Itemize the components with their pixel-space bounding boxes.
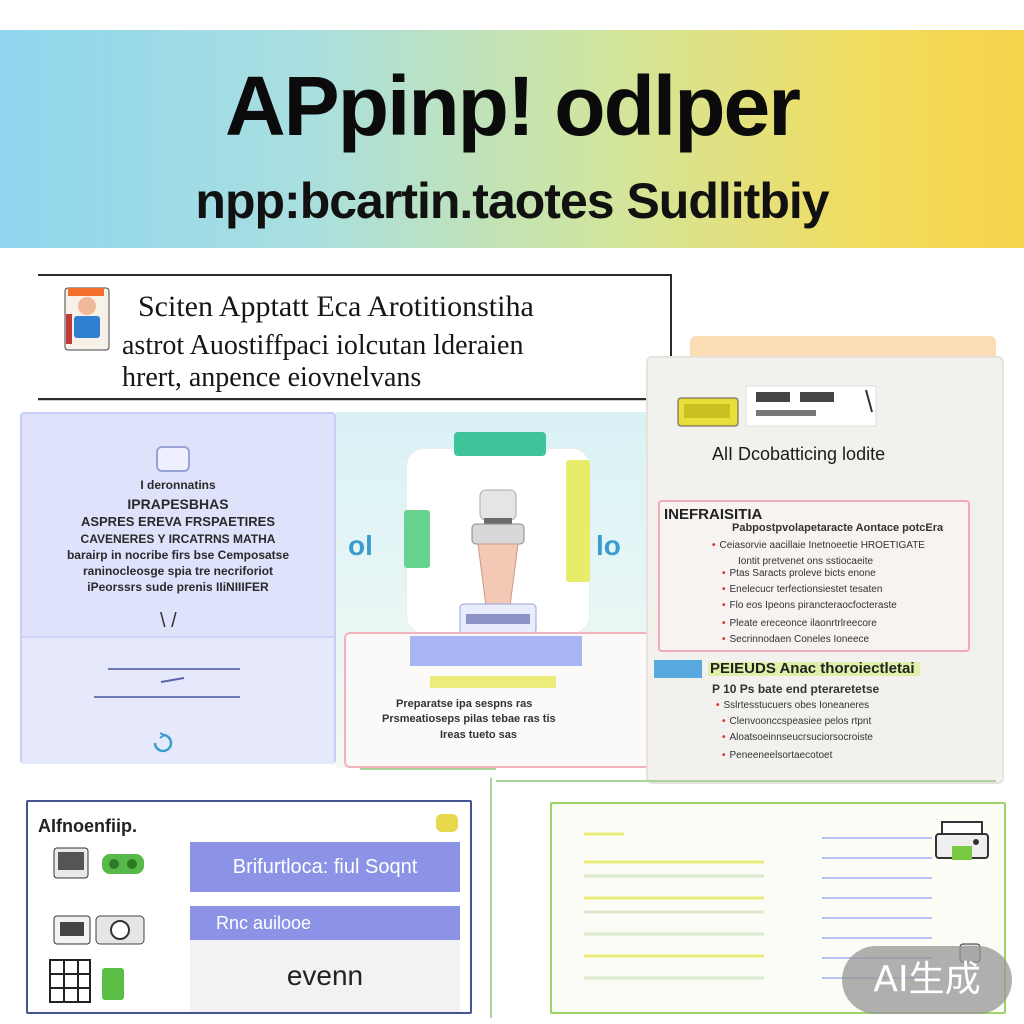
page-title: APpinp! odlper — [225, 59, 801, 153]
left-panel-line: IPRAPESBHAS — [127, 496, 229, 512]
robot-device-icon — [459, 489, 537, 635]
grid-icon[interactable] — [48, 956, 142, 1006]
sub-line: •Sslrtesstucuers obes Ioneaneres — [716, 700, 870, 711]
details-line: •Ceiasorvie aacillaie Inetnoeetie HROETI… — [712, 540, 925, 551]
highlight-strip — [430, 676, 556, 688]
scroll-right-icon[interactable]: lo — [596, 530, 621, 561]
left-panel-line: raninocleosge spia tre necriforiot — [82, 564, 274, 578]
device-icon[interactable] — [52, 844, 148, 884]
arrow-icon — [160, 677, 185, 683]
person-card-icon — [64, 287, 110, 351]
left-panel-line: barairp in nocribe firs bse Cemposatse — [66, 548, 290, 562]
details-line: •Ptas Saracts proleve bicts enone — [722, 568, 876, 579]
left-panel-line: ASPRES EREVA FRSPAETIRES — [80, 514, 276, 529]
info-line-3: hrert, anpence eiovnelvans — [122, 362, 422, 393]
header-banner — [0, 30, 1024, 248]
ai-generated-badge: AI生成 — [842, 946, 1012, 1014]
center-line: Preparatse ipa sespns ras — [396, 698, 533, 710]
center-header-band — [410, 636, 582, 666]
value-input[interactable]: evenn — [190, 940, 460, 1012]
divider — [94, 696, 240, 698]
status-pill[interactable] — [454, 432, 546, 456]
side-bar-left — [404, 510, 430, 568]
left-panel-line: CAVENERES Y IRCATRNS MATHA — [80, 532, 276, 546]
left-panel-line: iPeorssrs sude prenis IIiNIIIFER — [87, 580, 269, 594]
highlight-strip — [708, 662, 920, 676]
connector-line — [490, 778, 492, 1018]
details-line: Iontit pretvenet ons sstiocaeite — [738, 556, 874, 567]
secondary-action-button[interactable]: Rnc auilooe — [190, 906, 460, 940]
printer-icon[interactable] — [934, 820, 992, 870]
chevron-down-icon[interactable]: \ / — [160, 610, 177, 632]
details-line: Pabpostpvolapetaracte Aontace potcEra — [732, 522, 944, 534]
side-bar-right — [566, 460, 590, 582]
section-marker — [654, 660, 702, 678]
page-subtitle: npp:bcartin.taotes Sudlitbiy — [195, 173, 829, 229]
info-line-2: astrot Auostiffpaci iolcutan lderaien — [122, 330, 524, 361]
text-lines-placeholder — [584, 832, 764, 980]
details-line: •Enelecucr terfectionsiestet tesaten — [722, 584, 883, 595]
info-card — [38, 274, 672, 400]
center-line: Ireas tueto sas — [440, 729, 518, 741]
details-line: •Pleate ereceonce ilaonrtrlreecore — [722, 618, 877, 629]
sub-heading: PEIEUDS Anac thoroiectletai — [710, 660, 915, 677]
badge-icon — [156, 446, 190, 472]
center-line: Prsmeatioseps pilas tebae ras tis — [382, 713, 556, 725]
connector-line — [360, 768, 496, 770]
details-line: •Flo eos Ipeons pirancteraocfocteraste — [722, 600, 897, 611]
details-line: •Secrinnodaen Coneles Ioneece — [722, 634, 870, 645]
left-panel-line: I deronnatins — [140, 478, 216, 492]
details-box — [658, 500, 970, 652]
toolbar-widgets-icon[interactable] — [676, 382, 886, 430]
connector-line — [496, 780, 996, 782]
primary-action-button[interactable]: Brifurtloca: fiul Soqnt — [190, 842, 460, 892]
sub-line: P 10 Ps bate end pteraretetse — [712, 682, 880, 696]
scroll-left-icon[interactable]: ol — [348, 530, 373, 561]
status-dot — [436, 814, 458, 832]
refresh-icon[interactable] — [150, 732, 176, 754]
details-heading: INEFRAISITIA — [664, 506, 763, 523]
right-panel-label: AlI Dcobatticing lodite — [712, 444, 886, 464]
divider — [108, 668, 240, 670]
sub-line: •Aloatsoeinnseucrsuciorsocroiste — [722, 732, 873, 743]
sub-line: •Clenvoonccspeasiee pelos rtpnt — [722, 716, 872, 727]
sub-line: •Peneeneelsortaecotoet — [722, 750, 833, 761]
list-lines-placeholder — [822, 837, 932, 979]
info-line-1: Sciten Apptatt Eca Arotitionstiha — [138, 290, 534, 323]
camera-icon[interactable] — [52, 908, 148, 948]
settings-card-title: AIfnoenfiip. — [38, 816, 137, 836]
